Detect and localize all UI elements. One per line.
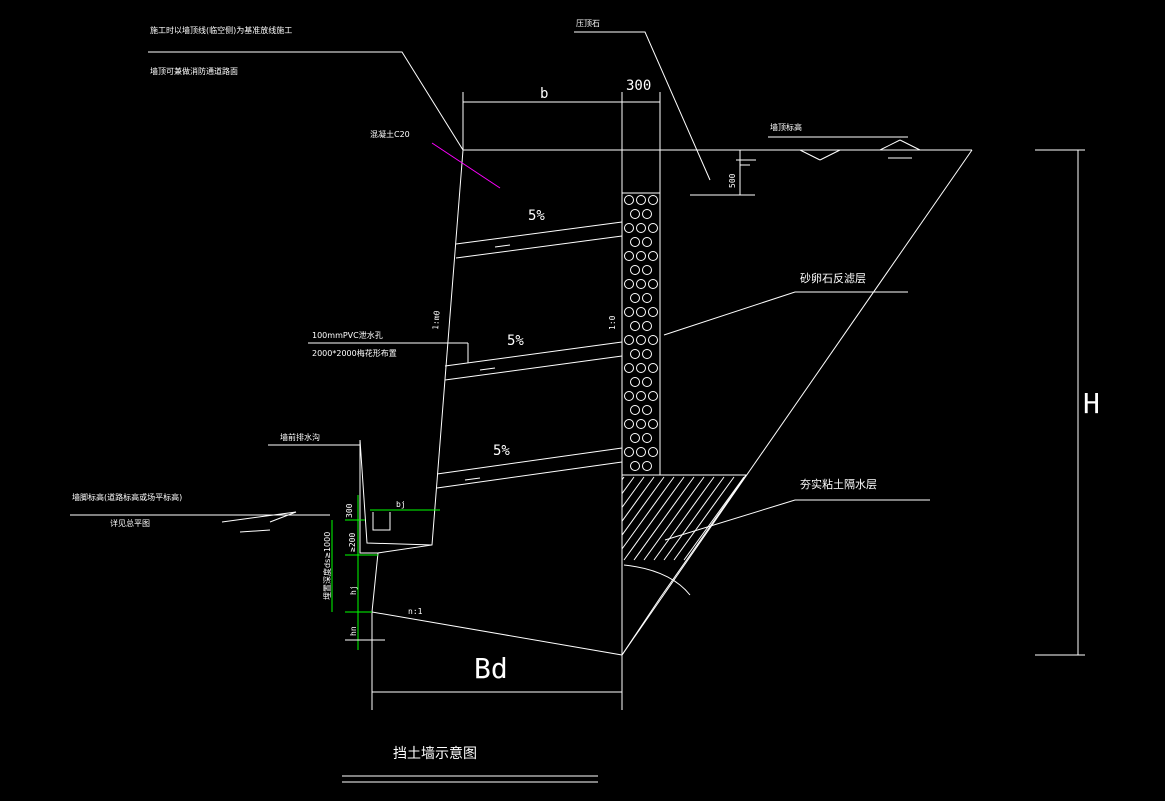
title-underline — [342, 775, 598, 783]
dim-300-ditch-text: 300 — [345, 503, 354, 518]
dimension-500 — [690, 150, 755, 196]
dim-b-text: b — [540, 86, 548, 102]
drawing-title: 挡土墙示意图 — [393, 745, 477, 762]
see-plan-label: 详见总平图 — [110, 518, 150, 528]
drain-ditch-label: 墙前排水沟 — [280, 432, 320, 442]
dim-500-text: 500 — [728, 173, 737, 188]
note-construction-baseline: 施工时以墙顶线(临空侧)为基准放线施工 — [150, 25, 292, 35]
embed-depth-label: 埋置深度ds≥1000 — [322, 532, 332, 600]
dimension-Bd — [371, 612, 623, 710]
slope-face-ratio: 1:m0 — [431, 310, 442, 330]
drain-pipe-2 — [444, 341, 623, 381]
filter-layer-label: 砂卵石反滤层 — [800, 272, 866, 285]
slope-pct-2: 5% — [507, 333, 524, 349]
dimension-300-top — [622, 92, 661, 193]
drain-pipe-3 — [436, 447, 623, 489]
drain-pipe-1 — [455, 221, 623, 259]
ground-symbol-top — [736, 139, 921, 166]
drain-ditch — [268, 439, 433, 554]
note-fire-lane: 墙顶可兼做消防通道路面 — [150, 66, 238, 76]
slope-back-ratio: 1:0 — [608, 315, 617, 330]
top-elevation-label: 墙顶标高 — [770, 122, 802, 132]
dim-hn-text: hn — [349, 626, 358, 636]
dim-bj-text: bj — [396, 500, 406, 509]
dimension-H — [1035, 149, 1085, 656]
dim-Bd-text: Bd — [474, 652, 508, 685]
pipe-spec-label: 100mmPVC泄水孔 — [312, 330, 383, 340]
ground-symbol-toe — [221, 511, 297, 533]
clay-layer-label: 夯实粘土隔水层 — [800, 477, 877, 491]
dim-300-top-text: 300 — [626, 78, 651, 94]
dim-hj-text: hj — [349, 585, 358, 595]
toe-elevation-label: 墙脚标高(道路标高或场平标高) — [72, 492, 182, 502]
dim-200-text: ≥200 — [348, 533, 357, 552]
slope-pct-1: 5% — [528, 208, 545, 224]
dim-H-text: H — [1083, 387, 1100, 420]
clay-layer — [621, 474, 747, 657]
leader-lines — [70, 31, 930, 541]
base-slope-ratio: n:1 — [408, 607, 423, 616]
slope-pct-3: 5% — [493, 443, 510, 459]
concrete-grade-label: 混凝土C20 — [370, 129, 410, 139]
gravel-filter-layer — [621, 192, 661, 476]
dimension-left-stack — [331, 495, 440, 650]
pipe-layout-label: 2000*2000梅花形布置 — [312, 348, 397, 358]
cap-stone-label: 压顶石 — [576, 19, 600, 28]
